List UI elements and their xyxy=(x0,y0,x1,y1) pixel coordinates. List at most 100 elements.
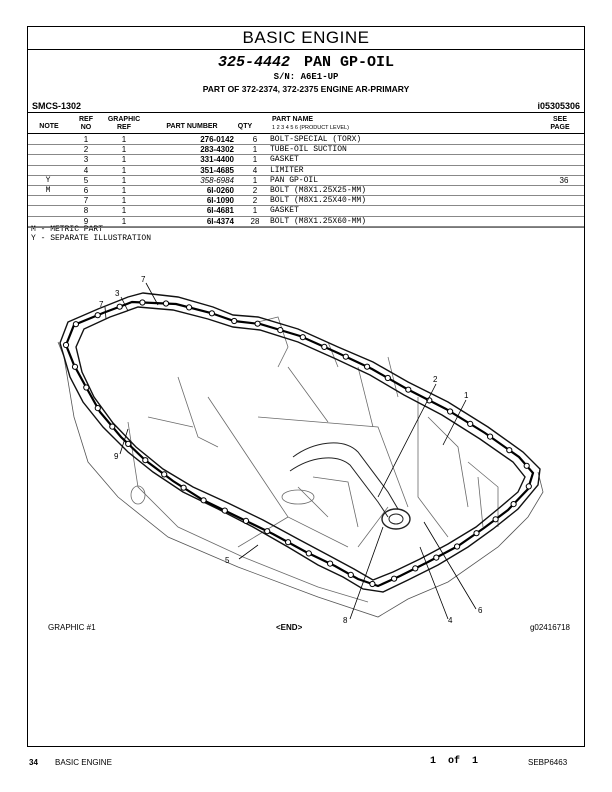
col-header-part-number: PART NUMBER xyxy=(166,123,218,130)
row-qty: 1 xyxy=(244,144,266,156)
row-see-page xyxy=(544,205,584,217)
flange-bolt xyxy=(208,310,215,317)
serial-number: S/N: A6E1-UP xyxy=(273,72,339,82)
flange-bolt xyxy=(72,321,80,328)
section-banner: BASIC ENGINE xyxy=(28,27,584,50)
callout-7b: 7 xyxy=(99,300,104,309)
flange-bolt xyxy=(83,384,90,391)
callout-6: 6 xyxy=(478,606,483,615)
row-ref-no: 4 xyxy=(68,165,104,176)
row-ref-no: 1 xyxy=(68,135,104,146)
row-see-page xyxy=(544,144,584,156)
flange-bolt xyxy=(221,507,228,514)
row-note xyxy=(28,205,68,217)
flange-bolt xyxy=(525,483,532,490)
oil-pan-illustration: 7 3 7 2 1 9 5 8 4 6 xyxy=(57,275,544,625)
flange-bolt xyxy=(139,299,146,306)
group-part-number: 325-4442 xyxy=(217,54,290,71)
callout-1: 1 xyxy=(464,391,469,400)
part-of-line: PART OF 372-2374, 372-2375 ENGINE AR-PRI… xyxy=(202,84,410,94)
flange-bolt xyxy=(384,374,391,382)
callout-2: 2 xyxy=(433,375,438,384)
row-see-page xyxy=(544,154,584,166)
row-part-name: BOLT (M8X1.25X40-MM) xyxy=(266,195,544,207)
flange-bolt xyxy=(492,516,499,523)
flange-bolt xyxy=(125,440,132,447)
row-graphic-ref: 1 xyxy=(104,144,144,156)
legend-separate: Y - SEPARATE ILLUSTRATION xyxy=(31,234,152,243)
flange-bolt xyxy=(254,320,261,327)
doc-number: SEBP6463 xyxy=(528,758,568,767)
col-header-qty: QTY xyxy=(237,123,253,130)
flange-bolt xyxy=(391,575,398,582)
legend-metric: M - METRIC PART xyxy=(31,225,104,234)
row-qty: 1 xyxy=(244,154,266,166)
row-graphic-ref: 1 xyxy=(104,205,144,217)
row-graphic-ref: 1 xyxy=(104,165,144,176)
flange-bolt xyxy=(447,408,454,415)
row-see-page xyxy=(544,185,584,197)
header-divider xyxy=(28,112,584,113)
row-part-name: BOLT-SPECIAL (TORX) xyxy=(266,135,544,146)
row-note xyxy=(28,144,68,156)
row-graphic-ref: 1 xyxy=(104,175,144,187)
flange-bolt xyxy=(264,528,271,535)
row-ref-no: 2 xyxy=(68,144,104,156)
row-part-name: BOLT (M8X1.25X60-MM) xyxy=(266,216,544,227)
flange-bolt xyxy=(364,363,371,370)
callout-7a: 7 xyxy=(141,275,146,284)
row-part-number: 358-6984 xyxy=(144,175,244,187)
row-qty: 2 xyxy=(244,185,266,197)
row-part-name: LIMITER xyxy=(266,165,544,176)
flange-bolt xyxy=(109,423,116,430)
table-bottom-rule xyxy=(28,227,584,228)
row-note: M xyxy=(28,185,68,197)
row-note xyxy=(28,165,68,176)
flange-bolt xyxy=(473,530,480,537)
row-graphic-ref: 1 xyxy=(104,154,144,166)
flange-bolt xyxy=(506,447,513,454)
row-qty: 1 xyxy=(244,175,266,187)
suction-tube xyxy=(289,442,411,530)
row-qty: 1 xyxy=(244,205,266,217)
gasket-outline xyxy=(64,300,535,588)
flange-bolt xyxy=(347,571,354,578)
flange-bolt xyxy=(242,517,250,524)
callout-5: 5 xyxy=(225,556,230,565)
row-ref-no: 6 xyxy=(68,185,104,197)
callout-9: 9 xyxy=(114,452,119,461)
column-header-divider xyxy=(28,133,584,134)
row-graphic-ref: 1 xyxy=(104,135,144,146)
row-see-page xyxy=(544,195,584,207)
flange-bolt xyxy=(369,580,376,588)
group-part-name: PAN GP-OIL xyxy=(304,54,395,71)
callout-labels: 7 3 7 2 1 9 5 8 4 6 xyxy=(99,275,483,625)
end-marker: <END> xyxy=(276,623,303,632)
flange-bolt xyxy=(277,327,284,334)
row-qty: 4 xyxy=(244,165,266,176)
row-part-name: BOLT (M8X1.25X25-MM) xyxy=(266,185,544,197)
flange-bolt xyxy=(161,471,168,478)
page-of: 1 of 1 xyxy=(430,756,479,767)
row-part-number: 6I-0260 xyxy=(144,185,244,197)
flange-bolt xyxy=(454,543,461,550)
row-qty: 2 xyxy=(244,195,266,207)
graphic-label: GRAPHIC #1 xyxy=(48,623,96,632)
callout-lines xyxy=(104,282,477,620)
flange-bolt xyxy=(285,539,292,546)
row-graphic-ref: 1 xyxy=(104,216,144,227)
flange-bolt xyxy=(327,560,334,567)
smcs-code: SMCS-1302 xyxy=(32,101,82,111)
row-part-number: 283-4302 xyxy=(144,144,244,156)
row-part-number: 276-0142 xyxy=(144,135,244,146)
row-note xyxy=(28,216,68,227)
callout-4: 4 xyxy=(448,616,453,625)
row-graphic-ref: 1 xyxy=(104,185,144,197)
flange-bolt xyxy=(433,554,440,561)
flange-bolt xyxy=(71,363,79,370)
row-part-name: PAN GP-OIL xyxy=(266,175,544,187)
